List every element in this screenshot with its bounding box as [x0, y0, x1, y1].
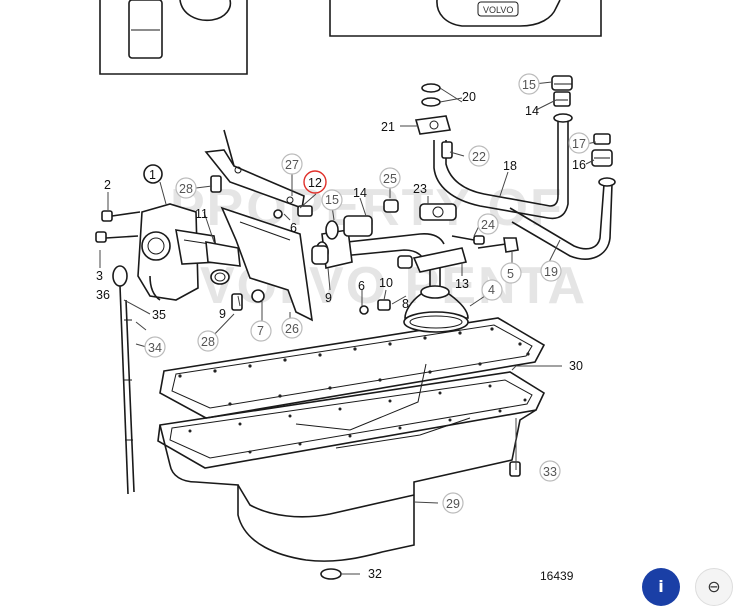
banjo-fitting: [414, 83, 453, 159]
part-label-14b[interactable]: 14: [525, 104, 539, 118]
part-label-6a[interactable]: 6: [290, 221, 297, 235]
part-label-28b[interactable]: 28: [201, 335, 215, 349]
highlight-circle: [303, 170, 327, 194]
oil-pan-gasket: [159, 317, 546, 419]
part-label-8[interactable]: 8: [402, 297, 409, 311]
dipstick: [112, 265, 135, 495]
part-label-32[interactable]: 32: [368, 567, 382, 581]
part-label-15b[interactable]: 15: [522, 78, 536, 92]
part-label-30[interactable]: 30: [569, 359, 583, 373]
part-label-4[interactable]: 4: [488, 283, 495, 297]
part-label-9b[interactable]: 9: [325, 291, 332, 305]
part-label-33[interactable]: 33: [543, 465, 557, 479]
inset-brand-text: VOLVO: [483, 5, 513, 15]
part-label-18[interactable]: 18: [503, 159, 517, 173]
part-label-35[interactable]: 35: [152, 308, 166, 322]
drawing-number: 16439: [540, 569, 574, 583]
fittings-left: [311, 215, 373, 265]
part-label-22[interactable]: 22: [472, 150, 486, 164]
part-label-13[interactable]: 13: [455, 277, 469, 291]
part-label-34[interactable]: 34: [148, 341, 162, 355]
part-label-25[interactable]: 25: [383, 172, 397, 186]
part-label-12[interactable]: 12: [308, 176, 322, 190]
info-icon[interactable]: i: [642, 568, 680, 606]
fittings-center: [383, 199, 519, 253]
part-label-26[interactable]: 26: [285, 322, 299, 336]
part-labels: 1 2 3 4 5 6 6 7 8 9 9 10 11 12 13 14 14 …: [96, 78, 586, 581]
part-label-21[interactable]: 21: [381, 120, 395, 134]
part-label-36[interactable]: 36: [96, 288, 110, 302]
part-label-24[interactable]: 24: [481, 218, 495, 232]
part-label-10[interactable]: 10: [379, 276, 393, 290]
part-label-11[interactable]: 11: [195, 207, 208, 221]
part-label-6b[interactable]: 6: [358, 279, 365, 293]
bolts: [95, 175, 521, 580]
part-label-9a[interactable]: 9: [219, 307, 226, 321]
part-label-7[interactable]: 7: [257, 324, 264, 338]
part-label-27[interactable]: 27: [285, 158, 299, 172]
part-label-14a[interactable]: 14: [353, 186, 367, 200]
exploded-parts-diagram: PROPERTY OF VOLVO PENTA VOLVO: [95, 0, 616, 583]
part-label-5[interactable]: 5: [507, 267, 514, 281]
grey-callouts: [144, 73, 590, 514]
part-label-3[interactable]: 3: [96, 269, 103, 283]
part-label-29[interactable]: 29: [446, 497, 460, 511]
part-label-16[interactable]: 16: [572, 158, 586, 172]
part-label-2[interactable]: 2: [104, 178, 111, 192]
inset-oil-filter: [99, 0, 248, 75]
callout-circle-1: [143, 164, 163, 184]
return-pipe: [433, 113, 616, 260]
part-label-15a[interactable]: 15: [325, 193, 339, 207]
part-label-19[interactable]: 19: [544, 265, 558, 279]
zoom-out-icon[interactable]: ⊖: [695, 568, 733, 606]
pump-bracket: [205, 206, 314, 322]
part-label-23[interactable]: 23: [413, 182, 427, 196]
leader-lines: [99, 81, 597, 575]
part-label-20[interactable]: 20: [462, 90, 476, 104]
pipe-fittings: [551, 75, 613, 167]
part-label-28a[interactable]: 28: [179, 182, 193, 196]
part-label-1[interactable]: 1: [149, 168, 156, 182]
oil-pan: [157, 363, 546, 562]
inset-filter-housing: VOLVO: [329, 0, 602, 37]
part-label-17[interactable]: 17: [572, 137, 586, 151]
bracket-rail: [204, 129, 305, 210]
